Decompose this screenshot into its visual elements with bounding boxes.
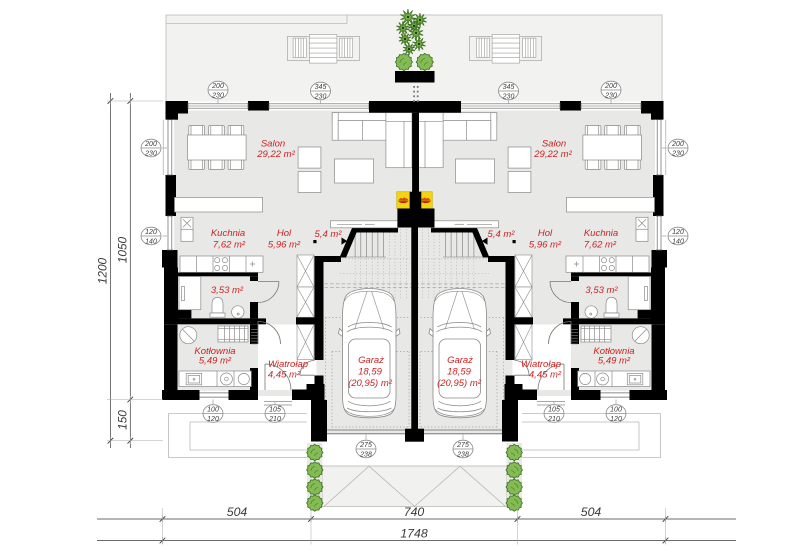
svg-text:29,22 m²: 29,22 m² xyxy=(533,149,572,160)
svg-text:230: 230 xyxy=(604,93,617,100)
svg-text:120: 120 xyxy=(145,229,157,236)
svg-text:18,59: 18,59 xyxy=(358,367,382,378)
svg-text:345: 345 xyxy=(503,84,515,91)
svg-text:238: 238 xyxy=(359,452,372,459)
svg-text:5,49 m²: 5,49 m² xyxy=(199,356,232,367)
svg-text:504: 504 xyxy=(581,505,602,519)
svg-text:200: 200 xyxy=(604,83,617,90)
svg-text:Hol: Hol xyxy=(277,228,292,239)
svg-text:3,53 m²: 3,53 m² xyxy=(211,285,244,296)
svg-text:Garaż: Garaż xyxy=(358,355,384,366)
svg-text:150: 150 xyxy=(116,410,130,430)
svg-text:7,62 m²: 7,62 m² xyxy=(584,240,617,251)
svg-text:4,45 m²: 4,45 m² xyxy=(529,370,562,381)
svg-text:4,45 m²: 4,45 m² xyxy=(268,370,301,381)
svg-text:140: 140 xyxy=(672,239,684,246)
svg-text:Kotłownia: Kotłownia xyxy=(593,346,634,357)
svg-text:105: 105 xyxy=(548,407,560,414)
svg-text:Salon: Salon xyxy=(542,139,566,150)
svg-text:Salon: Salon xyxy=(261,139,285,150)
svg-text:740: 740 xyxy=(404,505,425,519)
svg-text:1200: 1200 xyxy=(96,257,110,284)
svg-text:5,49 m²: 5,49 m² xyxy=(598,356,631,367)
svg-text:105: 105 xyxy=(269,407,281,414)
svg-text:1050: 1050 xyxy=(116,236,130,263)
svg-text:Kuchnia: Kuchnia xyxy=(584,228,618,239)
svg-text:5,4 m²: 5,4 m² xyxy=(488,229,516,240)
svg-text:200: 200 xyxy=(671,141,684,148)
svg-text:230: 230 xyxy=(211,93,224,100)
svg-text:230: 230 xyxy=(502,94,515,101)
svg-text:275: 275 xyxy=(359,442,372,449)
svg-text:210: 210 xyxy=(268,416,281,423)
svg-text:120: 120 xyxy=(610,416,622,423)
svg-text:18,59: 18,59 xyxy=(447,367,471,378)
svg-text:3,53 m²: 3,53 m² xyxy=(585,285,618,296)
svg-text:120: 120 xyxy=(672,229,684,236)
svg-text:29,22 m²: 29,22 m² xyxy=(256,149,295,160)
svg-text:Garaż: Garaż xyxy=(447,355,473,366)
svg-text:Wiatrołap: Wiatrołap xyxy=(521,359,561,370)
svg-text:120: 120 xyxy=(207,416,219,423)
svg-text:5,4 m²: 5,4 m² xyxy=(315,229,343,240)
svg-text:Kotłownia: Kotłownia xyxy=(194,346,235,357)
svg-text:504: 504 xyxy=(227,505,248,519)
svg-text:5,96 m²: 5,96 m² xyxy=(529,240,562,251)
svg-text:5,96 m²: 5,96 m² xyxy=(268,240,301,251)
svg-text:210: 210 xyxy=(547,416,560,423)
svg-text:200: 200 xyxy=(144,141,157,148)
svg-text:1748: 1748 xyxy=(400,526,428,540)
svg-text:140: 140 xyxy=(145,239,157,246)
svg-text:Kuchnia: Kuchnia xyxy=(211,228,245,239)
svg-text:(20,95) m²: (20,95) m² xyxy=(437,378,482,389)
svg-text:100: 100 xyxy=(610,407,622,414)
svg-text:230: 230 xyxy=(671,151,684,158)
svg-text:(20,95) m²: (20,95) m² xyxy=(348,378,393,389)
svg-text:Wiatrołap: Wiatrołap xyxy=(268,359,308,370)
svg-text:Hol: Hol xyxy=(538,228,553,239)
svg-text:345: 345 xyxy=(315,84,327,91)
svg-text:230: 230 xyxy=(314,94,327,101)
svg-text:7,62 m²: 7,62 m² xyxy=(213,240,246,251)
svg-text:230: 230 xyxy=(144,151,157,158)
svg-text:200: 200 xyxy=(211,83,224,90)
svg-text:275: 275 xyxy=(456,442,469,449)
svg-text:100: 100 xyxy=(207,407,219,414)
svg-text:238: 238 xyxy=(456,452,469,459)
